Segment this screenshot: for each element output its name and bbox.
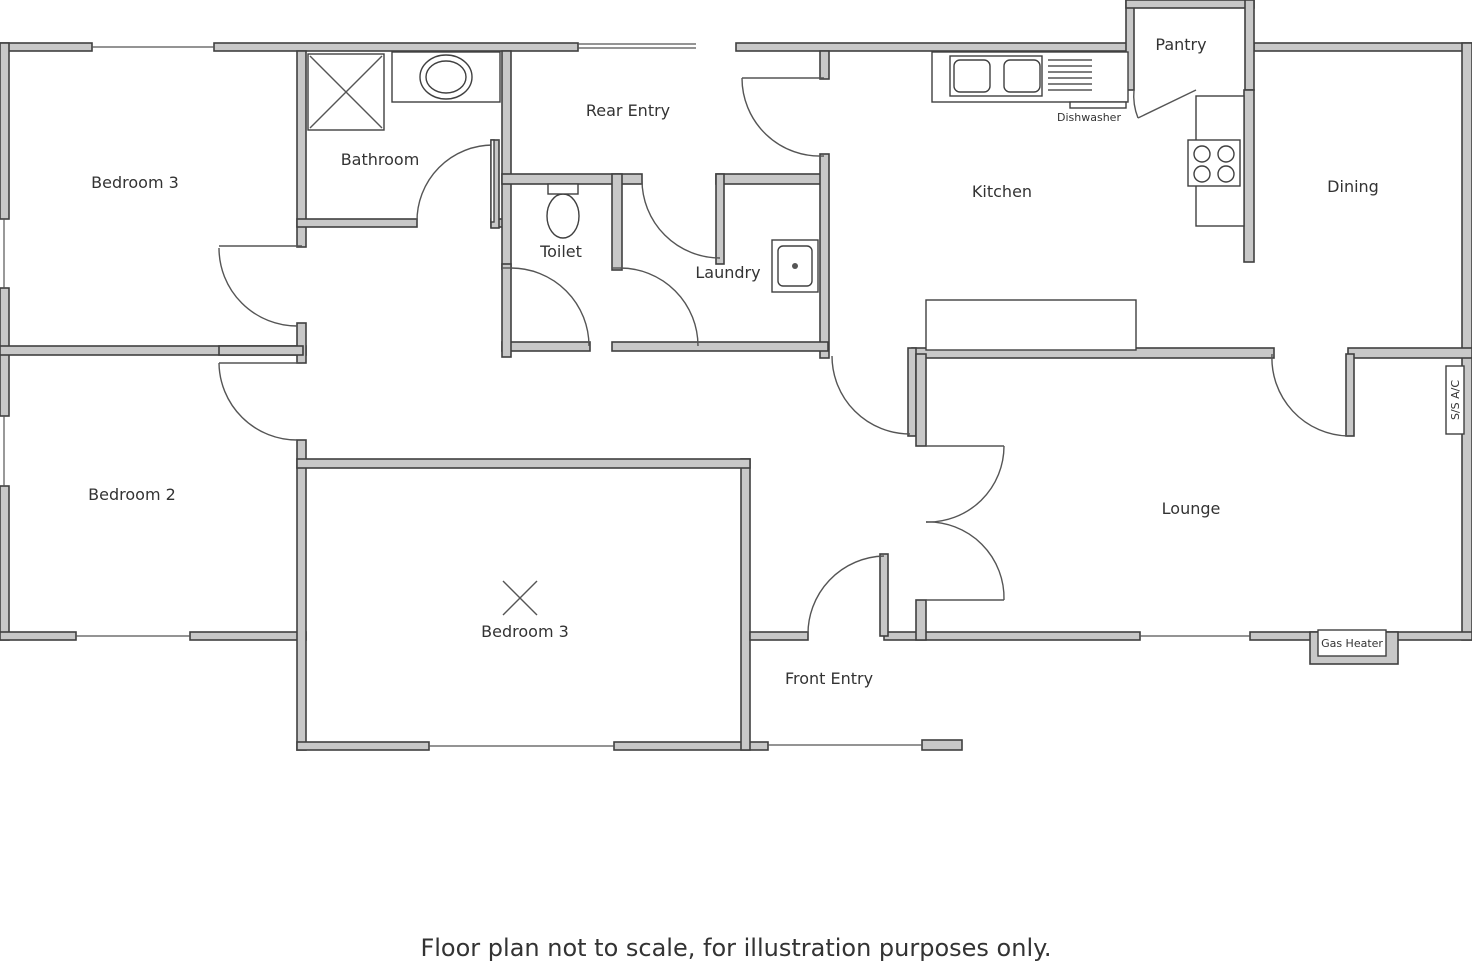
- fixtures: [307, 51, 1465, 657]
- windows: [3, 43, 1250, 747]
- label-bedroom-3-top: Bedroom 3: [91, 173, 179, 192]
- split-system-ac: [1445, 365, 1465, 435]
- gas-heater: [1317, 629, 1387, 657]
- label-dining: Dining: [1327, 177, 1379, 196]
- label-bathroom: Bathroom: [341, 150, 420, 169]
- label-pantry: Pantry: [1155, 35, 1206, 54]
- label-gas-heater: Gas Heater: [1321, 637, 1383, 650]
- label-laundry: Laundry: [695, 263, 760, 282]
- walls: [0, 0, 1472, 751]
- label-dishwasher: Dishwasher: [1057, 111, 1121, 124]
- label-split-system-ac: S/S A/C: [1449, 380, 1462, 420]
- label-front-entry: Front Entry: [785, 669, 873, 688]
- label-kitchen: Kitchen: [972, 182, 1032, 201]
- kitchen-island: [925, 299, 1137, 351]
- label-bedroom-3-bottom: Bedroom 3: [481, 622, 569, 641]
- label-lounge: Lounge: [1162, 499, 1221, 518]
- label-toilet: Toilet: [539, 242, 582, 261]
- label-bedroom-2: Bedroom 2: [88, 485, 176, 504]
- room-labels: Bedroom 3 Bathroom Rear Entry Toilet Lau…: [88, 35, 1462, 688]
- doors: [218, 77, 1349, 637]
- label-rear-entry: Rear Entry: [586, 101, 670, 120]
- toilet-icon: [546, 193, 580, 239]
- disclaimer-text: Floor plan not to scale, for illustratio…: [420, 934, 1052, 962]
